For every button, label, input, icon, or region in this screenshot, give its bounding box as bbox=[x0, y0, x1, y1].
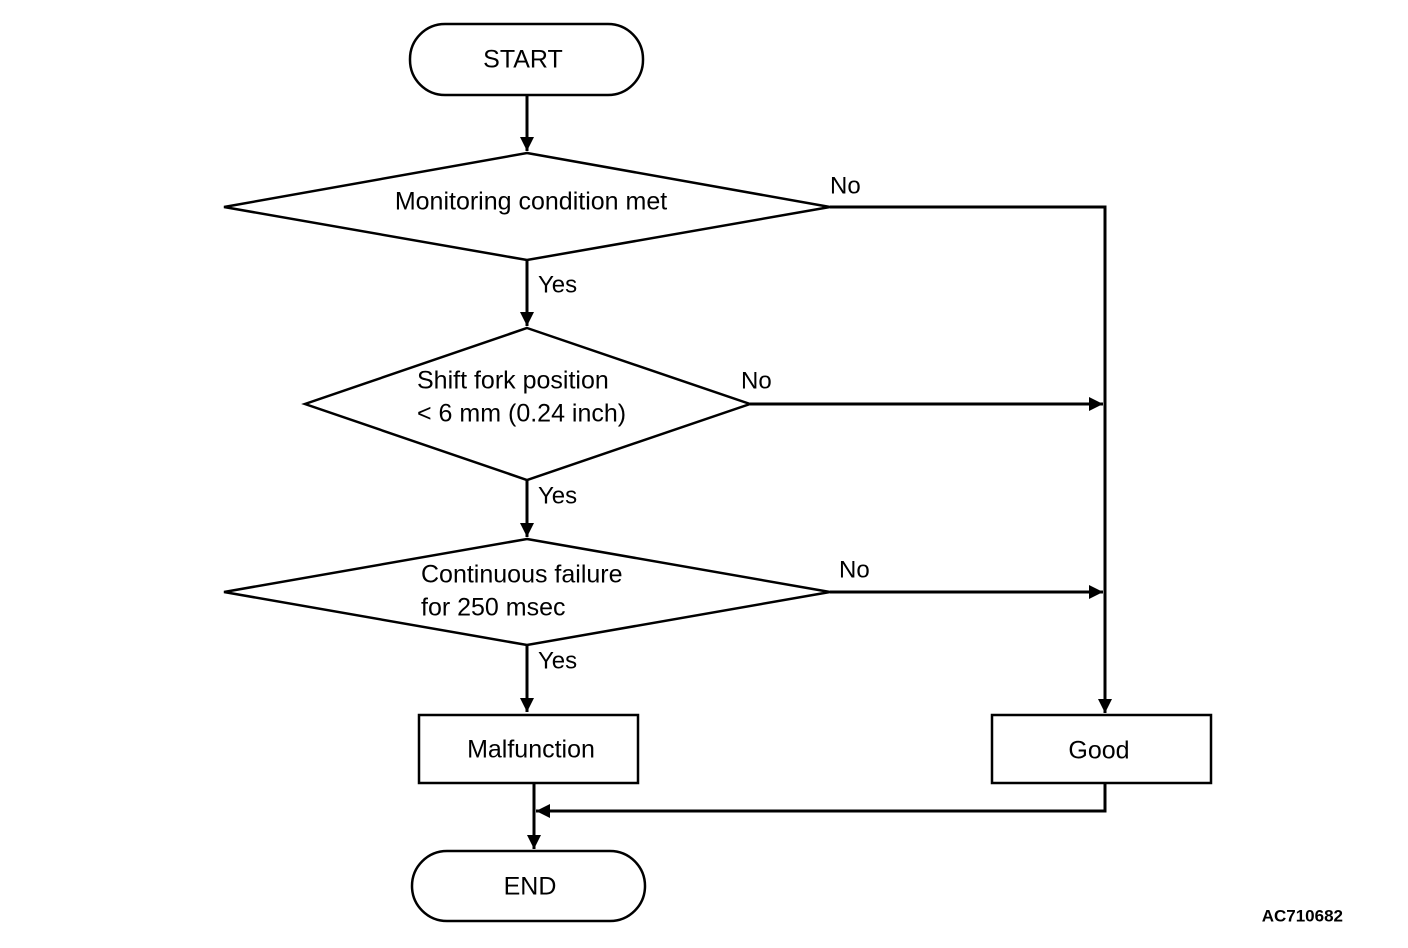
decision1-label: Monitoring condition met bbox=[395, 188, 667, 216]
decision2-no-label: No bbox=[741, 367, 772, 394]
decision2-label-line2: < 6 mm (0.24 inch) bbox=[417, 400, 626, 428]
decision-monitoring-condition: Monitoring condition met bbox=[223, 151, 831, 262]
decision3-yes-label: Yes bbox=[538, 647, 577, 674]
start-label: START bbox=[483, 46, 563, 74]
end-node: END bbox=[410, 849, 647, 923]
decision3-label-line2: for 250 msec bbox=[421, 594, 566, 622]
branch-labels: No Yes No Yes No Yes bbox=[538, 172, 870, 674]
decision-continuous-failure: Continuous failure for 250 msec bbox=[223, 537, 831, 647]
decision2-yes-label: Yes bbox=[538, 482, 577, 509]
good-node: Good bbox=[990, 713, 1213, 785]
decision1-yes-label: Yes bbox=[538, 271, 577, 298]
decision1-no-label: No bbox=[830, 172, 861, 199]
end-label: END bbox=[504, 873, 557, 901]
good-label: Good bbox=[1068, 737, 1129, 765]
decision-shift-fork-position: Shift fork position < 6 mm (0.24 inch) bbox=[301, 326, 754, 482]
start-node: START bbox=[408, 22, 645, 97]
figure-code: AC710682 bbox=[1262, 906, 1343, 925]
decision3-label-line1: Continuous failure bbox=[421, 561, 623, 589]
line-decision1-no-to-good bbox=[830, 205, 1112, 713]
decision3-no-label: No bbox=[839, 556, 870, 583]
line-good-to-end bbox=[536, 783, 1107, 818]
malfunction-label: Malfunction bbox=[467, 736, 595, 764]
decision2-label-line1: Shift fork position bbox=[417, 367, 609, 395]
malfunction-node: Malfunction bbox=[417, 713, 640, 785]
connectors bbox=[520, 95, 1112, 849]
